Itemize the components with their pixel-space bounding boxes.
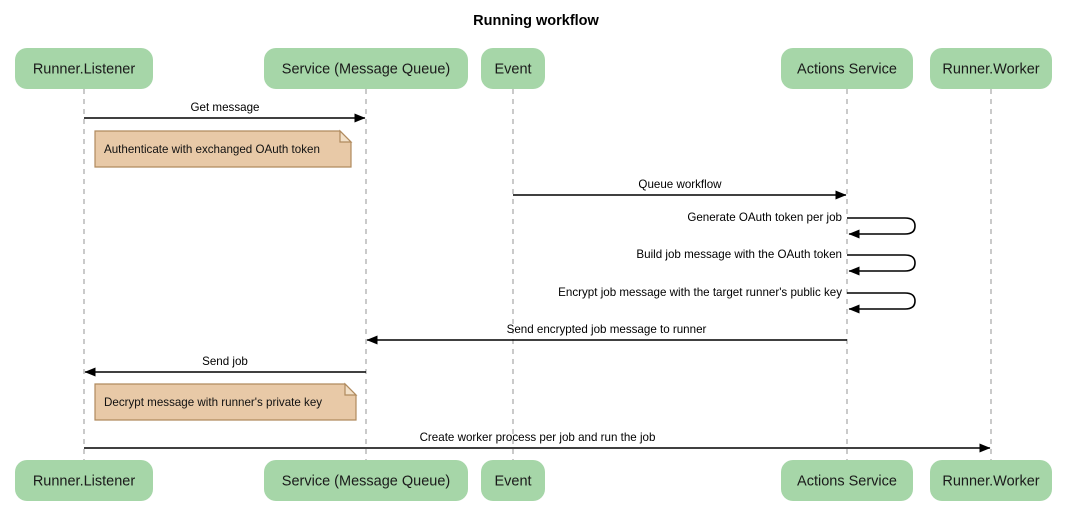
message-label: Encrypt job message with the target runn…	[558, 286, 842, 299]
participant-label: Runner.Worker	[942, 61, 1039, 77]
participant-service-message-queue-bottom[interactable]: Service (Message Queue)	[264, 460, 468, 501]
participant-box	[781, 460, 913, 501]
message-create-worker-process[interactable]: Create worker process per job and run th…	[84, 431, 991, 453]
participant-label: Runner.Listener	[33, 61, 136, 77]
message-send-job[interactable]: Send job	[84, 355, 366, 377]
message-label: Get message	[191, 101, 260, 114]
note-fold-corner-icon	[344, 382, 358, 396]
note-body	[94, 383, 357, 421]
message-label: Generate OAuth token per job	[687, 211, 842, 224]
note-authenticate-note: Authenticate with exchanged OAuth token	[94, 129, 353, 168]
self-loop-path	[847, 292, 916, 314]
lifelines-group	[83, 89, 992, 460]
participants-bottom-group: Runner.Listener Service (Message Queue) Ev…	[15, 460, 1052, 501]
participant-service-message-queue-top[interactable]: Service (Message Queue)	[264, 48, 468, 89]
participant-runner-listener-top[interactable]: Runner.Listener	[15, 48, 153, 89]
message-get-message[interactable]: Get message	[84, 101, 366, 123]
participant-box	[930, 48, 1052, 89]
participant-box	[481, 48, 545, 89]
message-encrypt-job-message[interactable]: Encrypt job message with the target runn…	[558, 286, 916, 314]
participant-label: Runner.Listener	[33, 473, 136, 489]
message-label: Send job	[202, 355, 248, 368]
note-fold-corner-icon	[339, 129, 353, 143]
participant-label: Actions Service	[797, 61, 897, 77]
note-label: Decrypt message with runner's private ke…	[104, 396, 322, 409]
participant-box	[264, 48, 468, 89]
notes-group: Authenticate with exchanged OAuth tokenD…	[94, 129, 358, 421]
participant-label: Service (Message Queue)	[282, 61, 450, 77]
participant-runner-worker-bottom[interactable]: Runner.Worker	[930, 460, 1052, 501]
participant-box	[264, 460, 468, 501]
participant-box	[15, 48, 153, 89]
message-label: Build job message with the OAuth token	[636, 248, 842, 261]
participant-box	[481, 460, 545, 501]
message-label: Send encrypted job message to runner	[507, 323, 707, 336]
participant-label: Event	[494, 473, 531, 489]
participant-actions-service-bottom[interactable]: Actions Service	[781, 460, 913, 501]
participant-box	[930, 460, 1052, 501]
message-label: Create worker process per job and run th…	[420, 431, 656, 444]
self-loop-path	[847, 254, 916, 276]
participant-event-top[interactable]: Event	[481, 48, 545, 89]
message-generate-oauth-token-per-job[interactable]: Generate OAuth token per job	[687, 211, 916, 239]
message-send-encrypted-job-message[interactable]: Send encrypted job message to runner	[366, 323, 847, 345]
note-decrypt-note: Decrypt message with runner's private ke…	[94, 382, 358, 421]
participant-label: Runner.Worker	[942, 473, 1039, 489]
message-build-job-message[interactable]: Build job message with the OAuth token	[636, 248, 916, 276]
participant-actions-service-top[interactable]: Actions Service	[781, 48, 913, 89]
note-body	[94, 130, 352, 168]
participant-event-bottom[interactable]: Event	[481, 460, 545, 501]
participant-label: Service (Message Queue)	[282, 473, 450, 489]
participant-box	[781, 48, 913, 89]
participant-box	[15, 460, 153, 501]
message-queue-workflow[interactable]: Queue workflow	[513, 178, 847, 200]
participant-label: Event	[494, 61, 531, 77]
participant-runner-worker-top[interactable]: Runner.Worker	[930, 48, 1052, 89]
message-label: Queue workflow	[638, 178, 722, 191]
participants-top-group: Runner.Listener Service (Message Queue) Ev…	[15, 48, 1052, 89]
page-title: Running workflow	[473, 13, 599, 29]
participant-runner-listener-bottom[interactable]: Runner.Listener	[15, 460, 153, 501]
participant-label: Actions Service	[797, 473, 897, 489]
self-loop-path	[847, 217, 916, 239]
note-label: Authenticate with exchanged OAuth token	[104, 143, 320, 156]
